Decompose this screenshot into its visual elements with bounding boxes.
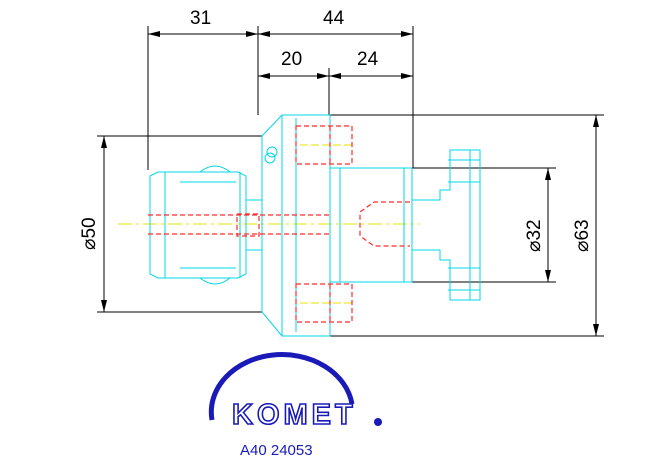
komet-logo: KOMET — [208, 352, 382, 432]
dim-24: 24 — [357, 49, 379, 70]
dimension-arrows — [101, 31, 599, 336]
dim-20: 20 — [281, 49, 302, 70]
dim-31: 31 — [190, 8, 211, 29]
dim-dia-32: ⌀32 — [524, 219, 545, 252]
dim-44: 44 — [323, 8, 345, 29]
hidden-lines — [148, 125, 410, 323]
logo-wordmark: KOMET — [232, 399, 357, 431]
center-lines — [118, 144, 420, 304]
dim-dia-50: ⌀50 — [79, 217, 100, 250]
dim-dia-63: ⌀63 — [572, 219, 593, 252]
logo-registered-mark — [374, 418, 382, 426]
part-number: A40 24053 — [240, 442, 313, 459]
dimension-lines — [97, 26, 604, 337]
